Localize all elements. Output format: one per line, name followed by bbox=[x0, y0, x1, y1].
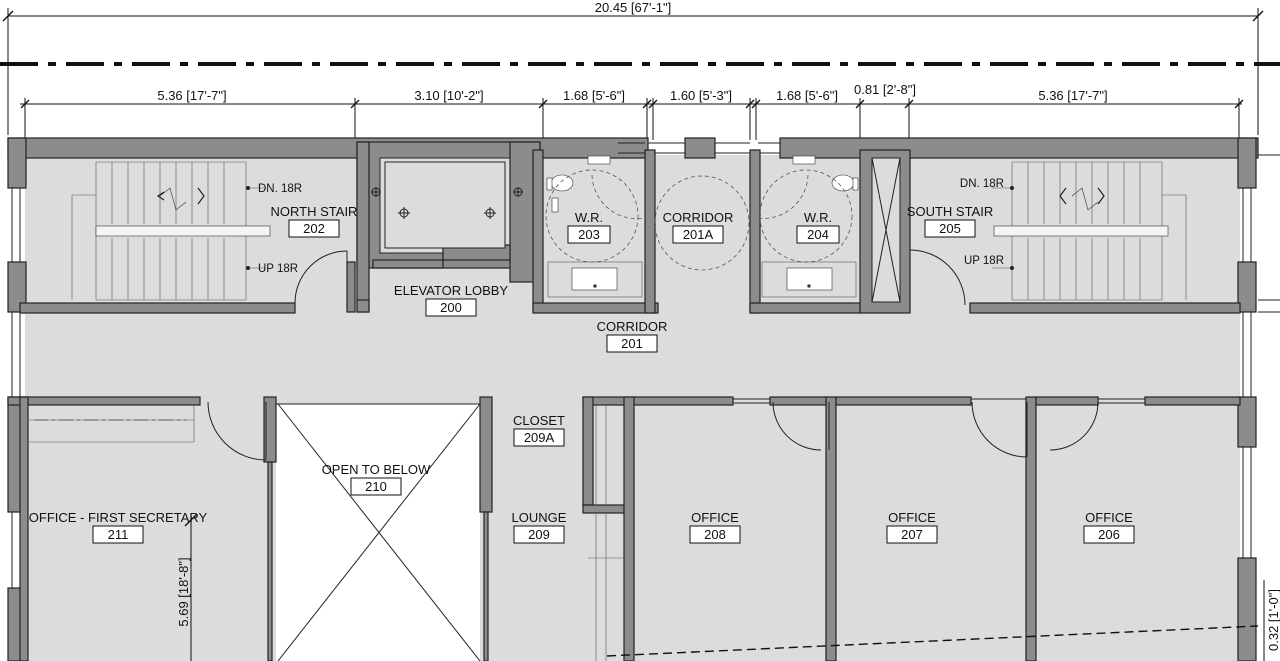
room-number-open-to-below: 210 bbox=[365, 479, 387, 494]
room-tag-box-north-stair bbox=[288, 219, 340, 238]
room-name-office-first-secretary: OFFICE - FIRST SECRETARY bbox=[29, 510, 208, 525]
room-tag-box-office-206 bbox=[1083, 525, 1135, 544]
south-stair-up-note: UP 18R bbox=[964, 255, 1004, 267]
room-name-corridor-201: CORRIDOR bbox=[597, 319, 668, 334]
elevator-car bbox=[371, 161, 523, 249]
room-number-north-stair: 202 bbox=[303, 221, 325, 236]
dim-wr-203: 1.68 [5'-6"] bbox=[563, 88, 625, 103]
room-tag-box-lounge bbox=[513, 525, 565, 544]
room-number-corridor-201: 201 bbox=[621, 336, 643, 351]
room-number-office-first-secretary: 211 bbox=[108, 527, 129, 542]
floor-edge-dashed bbox=[606, 625, 1259, 657]
room-tag-box-open-to-below bbox=[350, 477, 402, 496]
room-name-closet: CLOSET bbox=[513, 413, 565, 428]
room-name-wr-204: W.R. bbox=[804, 210, 832, 225]
room-number-lounge: 209 bbox=[528, 527, 550, 542]
room-tag-box-closet bbox=[513, 428, 565, 447]
dim-south-stair: 5.36 [17'-7"] bbox=[1038, 88, 1107, 103]
south-stair-treads bbox=[992, 161, 1187, 301]
room-name-office-206: OFFICE bbox=[1085, 510, 1133, 525]
room-tag-box-wr-204 bbox=[796, 225, 840, 244]
room-number-wr-203: 203 bbox=[578, 227, 600, 242]
turning-circles bbox=[545, 169, 853, 271]
dim-corridor-201a: 1.60 [5'-3"] bbox=[670, 88, 732, 103]
room-number-closet: 209A bbox=[524, 430, 555, 445]
room-name-south-stair: SOUTH STAIR bbox=[907, 204, 993, 219]
room-name-north-stair: NORTH STAIR bbox=[271, 204, 358, 219]
room-number-office-208: 208 bbox=[704, 527, 726, 542]
doors bbox=[207, 249, 1145, 461]
dim-shaft: 0.81 [2'-8"] bbox=[854, 82, 916, 97]
open-to-below-x bbox=[276, 403, 481, 661]
room-name-open-to-below: OPEN TO BELOW bbox=[322, 462, 431, 477]
room-number-south-stair: 205 bbox=[939, 221, 961, 236]
north-stair-treads bbox=[71, 161, 271, 301]
room-number-elevator-lobby: 200 bbox=[440, 300, 462, 315]
room-number-office-206: 206 bbox=[1098, 527, 1120, 542]
room-name-elevator-lobby: ELEVATOR LOBBY bbox=[394, 283, 508, 298]
dim-elevator: 3.10 [10'-2"] bbox=[414, 88, 483, 103]
washroom-fixtures bbox=[546, 155, 859, 298]
room-name-corridor-201a: CORRIDOR bbox=[663, 210, 734, 225]
room-tag-box-elevator-lobby bbox=[425, 298, 477, 317]
dim-north-stair: 5.36 [17'-7"] bbox=[157, 88, 226, 103]
room-name-office-207: OFFICE bbox=[888, 510, 936, 525]
office-211-detail: 5.69 [18'-8"] bbox=[28, 405, 198, 661]
north-stair-dn-note: DN. 18R bbox=[258, 183, 302, 195]
room-tag-box-office-207 bbox=[886, 525, 938, 544]
north-stair-up-note: UP 18R bbox=[258, 263, 298, 275]
dim-wr-204: 1.68 [5'-6"] bbox=[776, 88, 838, 103]
room-tag-box-corridor-201 bbox=[606, 334, 658, 353]
dimension-lines: 20.45 [67'-1"] 5.36 [17'-7"] 3.10 [10'-2… bbox=[0, 0, 1280, 140]
room-name-lounge: LOUNGE bbox=[512, 510, 567, 525]
room-number-office-207: 207 bbox=[901, 527, 923, 542]
room-name-office-208: OFFICE bbox=[691, 510, 739, 525]
south-stair-dn-note: DN. 18R bbox=[960, 178, 1004, 190]
room-tag-box-office-first-secretary bbox=[92, 525, 144, 544]
dim-overall: 20.45 [67'-1"] bbox=[595, 0, 671, 15]
room-tag-box-office-208 bbox=[689, 525, 741, 544]
room-tag-box-wr-203 bbox=[567, 225, 611, 244]
room-tag-box-south-stair bbox=[924, 219, 976, 238]
room-number-corridor-201a: 201A bbox=[683, 227, 714, 242]
lower-walls bbox=[7, 396, 1241, 661]
room-number-wr-204: 204 bbox=[807, 227, 829, 242]
dim-right-edge: 0.32 [1'-0"] bbox=[1266, 589, 1280, 651]
dim-office-211-depth: 5.69 [18'-8"] bbox=[176, 557, 191, 626]
room-tag-box-corridor-201a bbox=[672, 225, 724, 244]
room-name-wr-203: W.R. bbox=[575, 210, 603, 225]
